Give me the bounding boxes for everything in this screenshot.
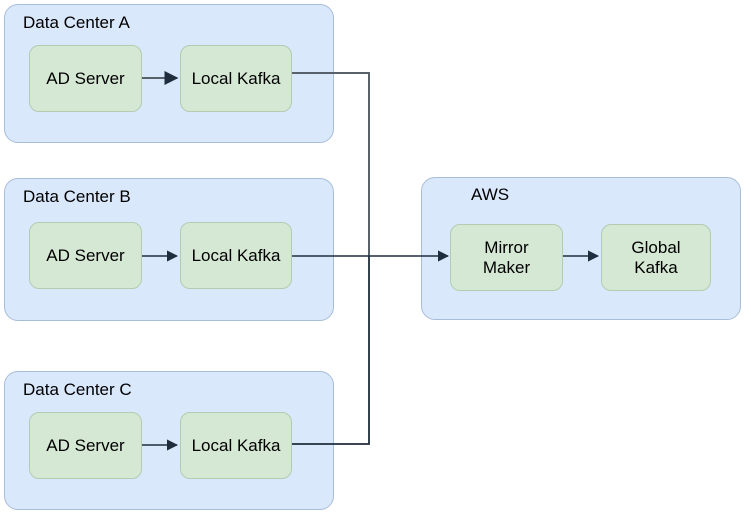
group-title-data-center-c: Data Center C xyxy=(23,380,132,399)
node-ad-server-b[interactable]: AD Server xyxy=(29,222,142,289)
node-label-local-kafka-b: Local Kafka xyxy=(191,245,281,265)
node-label-local-kafka-a: Local Kafka xyxy=(191,68,281,88)
node-label-mirror-maker-line1: Mirror xyxy=(484,237,529,257)
group-title-data-center-b: Data Center B xyxy=(23,187,131,206)
node-label-local-kafka-c: Local Kafka xyxy=(191,435,281,455)
node-label-global-kafka: Global Kafka xyxy=(623,238,688,277)
node-global-kafka[interactable]: Global Kafka xyxy=(601,224,711,291)
node-local-kafka-b[interactable]: Local Kafka xyxy=(180,222,292,289)
node-label-mirror-maker-line2: Maker xyxy=(482,257,531,277)
node-label-ad-server-c: AD Server xyxy=(46,435,125,455)
group-title-data-center-a: Data Center A xyxy=(23,13,130,32)
node-ad-server-c[interactable]: AD Server xyxy=(29,412,142,479)
node-label-ad-server-a: AD Server xyxy=(46,68,125,88)
node-local-kafka-c[interactable]: Local Kafka xyxy=(180,412,292,479)
node-local-kafka-a[interactable]: Local Kafka xyxy=(180,45,292,112)
node-mirror-maker[interactable]: Mirror Maker xyxy=(450,224,563,291)
group-title-aws: AWS xyxy=(471,185,510,204)
node-label-ad-server-b: AD Server xyxy=(46,245,125,265)
node-label-global-kafka-line2: Kafka xyxy=(634,257,678,277)
node-ad-server-a[interactable]: AD Server xyxy=(29,45,142,112)
node-label-mirror-maker: Mirror Maker xyxy=(475,238,538,277)
node-label-global-kafka-line1: Global xyxy=(631,237,681,257)
